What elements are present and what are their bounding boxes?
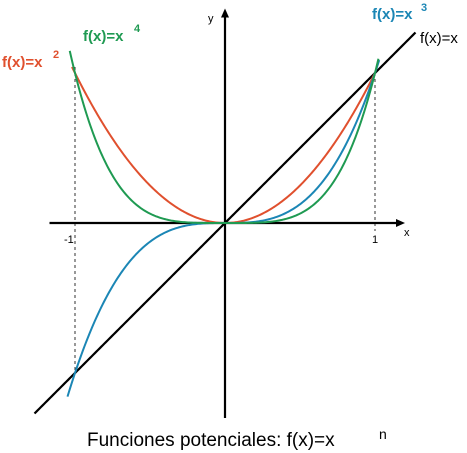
y-axis-label: y (208, 13, 214, 25)
chart-caption: Funciones potenciales: f(x)=x n (87, 426, 387, 451)
series-label-x-squared: f(x)=x 2 (2, 49, 59, 71)
caption-text: Funciones potenciales: f(x)=x (87, 430, 335, 451)
caption-exponent: n (379, 426, 387, 442)
axes (49, 8, 405, 418)
series-label-x-fourth-exponent: 4 (134, 23, 141, 35)
series-label-identity: f(x)=x (420, 30, 458, 47)
series-label-x-cubed: f(x)=x 3 (372, 2, 427, 23)
dashed-guide-lines (74, 67, 376, 373)
x-axis-arrowhead (396, 219, 405, 227)
series-label-x-fourth: f(x)=x 4 (83, 23, 141, 45)
x-axis-label: x (404, 227, 410, 239)
series-label-x-cubed-exponent: 3 (421, 2, 427, 14)
series-label-x-cubed-text: f(x)=x (372, 6, 413, 23)
series-label-x-squared-text: f(x)=x (2, 54, 43, 71)
x-tick-label-minus-1: -1 (64, 234, 74, 246)
series-curves (33, 31, 417, 415)
series-label-x-fourth-text: f(x)=x (83, 28, 124, 45)
series-curve-power-2 (71, 66, 376, 225)
series-curve-power-4 (68, 50, 380, 224)
series-label-x-squared-exponent: 2 (53, 49, 59, 61)
y-axis-arrowhead (221, 8, 229, 18)
series-curve-power-3 (66, 59, 381, 397)
x-tick-label-1: 1 (372, 234, 378, 246)
